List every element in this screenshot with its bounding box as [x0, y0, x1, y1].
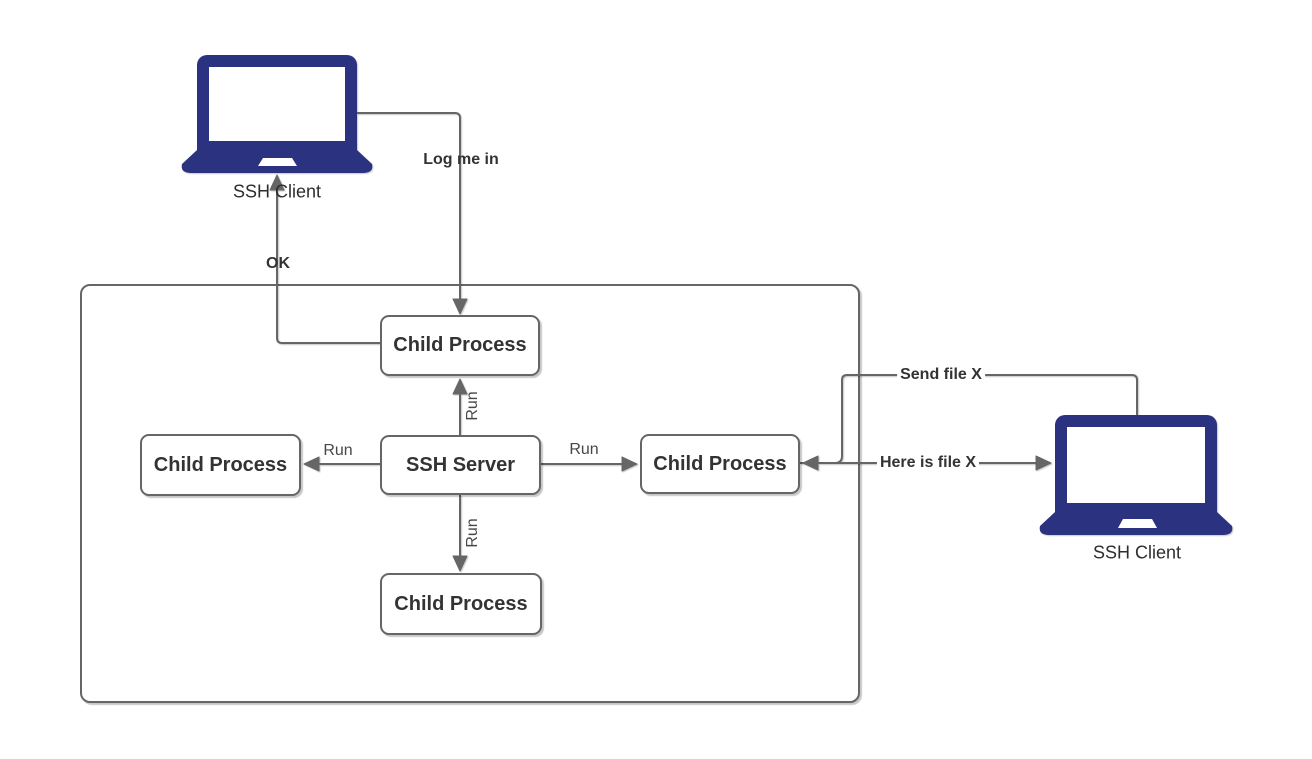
node-ssh-server: SSH Server	[380, 435, 541, 495]
arrowhead-log-me-in	[452, 298, 468, 315]
laptop-screen-display	[1067, 427, 1205, 503]
laptop-icon-right	[1039, 415, 1233, 535]
laptop-screen-display	[209, 67, 345, 141]
laptop-notch	[1118, 519, 1157, 528]
label-log-me-in: Log me in	[423, 151, 499, 168]
label-run-top: Run	[464, 391, 481, 421]
arrowhead-ok	[269, 174, 285, 191]
node-child-process-bottom: Child Process	[380, 573, 542, 635]
label-ssh-client-right: SSH Client	[1092, 542, 1182, 563]
arrowhead-run-top	[452, 378, 468, 395]
arrowhead-run-right	[621, 456, 638, 472]
label-send-file-x: Send file X	[897, 366, 985, 384]
arrowhead-run-left	[303, 456, 320, 472]
edge-log-me-in	[357, 112, 461, 301]
laptop-notch	[258, 158, 297, 166]
arrowhead-send-file	[802, 455, 819, 471]
label-run-right: Run	[569, 441, 599, 458]
label-run-bottom: Run	[464, 518, 481, 548]
laptop-icon-left	[181, 55, 373, 173]
node-child-process-right: Child Process	[640, 434, 800, 494]
edge-send-file	[817, 374, 1138, 464]
edge-ok	[276, 189, 380, 344]
label-here-is-file-x: Here is file X	[876, 454, 980, 472]
arrowhead-run-bottom	[452, 555, 468, 572]
label-ok: OK	[266, 255, 290, 272]
label-ssh-client-left: SSH Client	[232, 181, 322, 202]
node-child-process-left: Child Process	[140, 434, 301, 496]
arrowhead-here-is-file	[1035, 455, 1052, 471]
node-child-process-top: Child Process	[380, 315, 540, 376]
label-run-left: Run	[323, 442, 353, 459]
